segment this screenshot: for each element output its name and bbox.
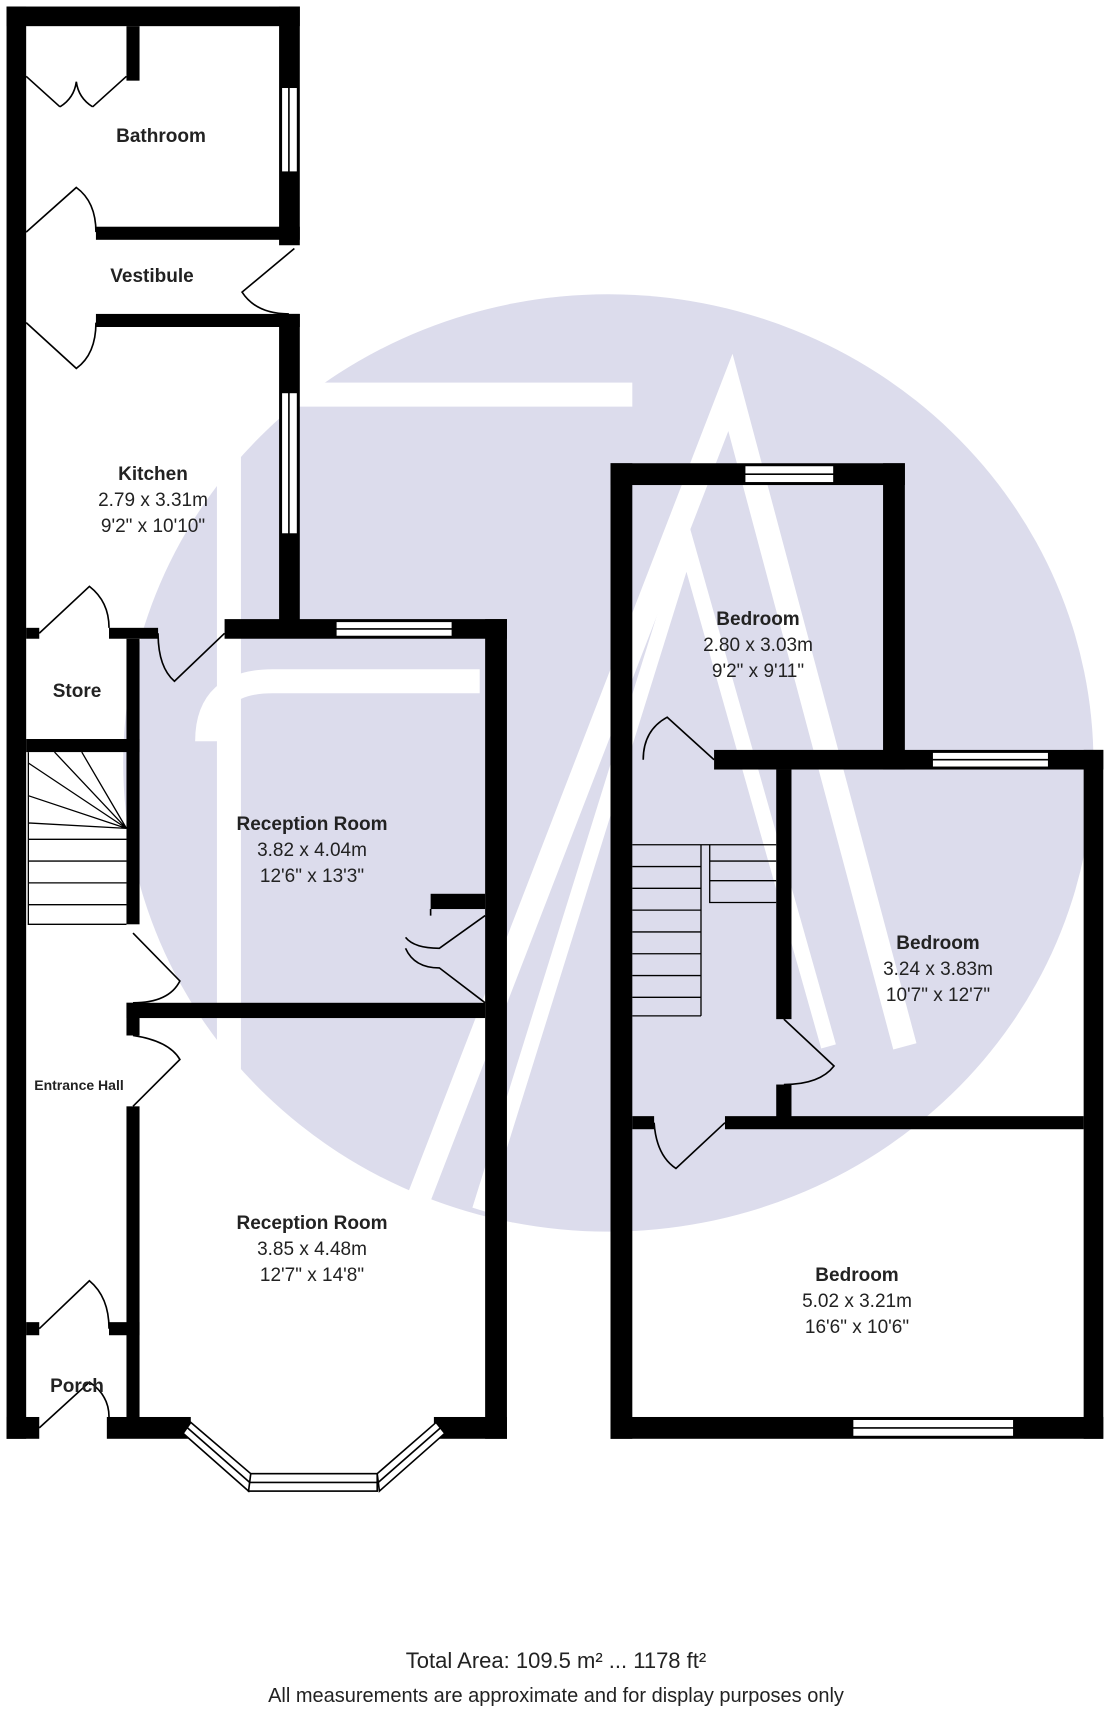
room-dimensions-metric: 2.79 x 3.31m [98, 490, 208, 511]
room-label-porch: Porch [50, 1374, 104, 1400]
room-dimensions-imperial: 12'6" x 13'3" [259, 866, 365, 887]
room-name: Kitchen [118, 464, 188, 485]
room-name: Vestibule [110, 266, 194, 287]
doors [25, 75, 836, 1429]
room-dimensions-metric: 3.85 x 4.48m [257, 1239, 367, 1260]
room-label-reception-room-1: Reception Room 3.82 x 4.04m 12'6" x 13'3" [237, 812, 388, 890]
room-label-reception-room-2: Reception Room 3.85 x 4.48m 12'7" x 14'8" [237, 1211, 388, 1289]
room-label-kitchen: Kitchen 2.79 x 3.31m 9'2" x 10'10" [98, 462, 208, 540]
room-label-vestibule: Vestibule [110, 264, 193, 290]
room-dimensions-metric: 3.82 x 4.04m [257, 840, 367, 861]
windows [182, 86, 1050, 1493]
room-dimensions-imperial: 16'6" x 10'6" [804, 1317, 910, 1338]
room-label-store: Store [53, 679, 102, 705]
room-name: Reception Room [236, 1213, 388, 1234]
room-name: Bedroom [815, 1265, 899, 1286]
room-label-entrance-hall: Entrance Hall [34, 1072, 123, 1098]
room-name: Bedroom [896, 933, 980, 954]
room-dimensions-imperial: 10'7" x 12'7" [885, 985, 991, 1006]
total-area: Total Area: 109.5 m² ... 1178 ft² [405, 1648, 707, 1673]
room-label-bathroom: Bathroom [116, 124, 206, 150]
room-label-bedroom-2: Bedroom 3.24 x 3.83m 10'7" x 12'7" [883, 931, 993, 1009]
room-name: Bedroom [716, 609, 800, 630]
room-dimensions-imperial: 9'2" x 9'11" [711, 661, 805, 682]
room-name: Store [52, 681, 102, 702]
room-dimensions-imperial: 9'2" x 10'10" [100, 516, 206, 537]
room-label-bedroom-3: Bedroom 5.02 x 3.21m 16'6" x 10'6" [802, 1263, 912, 1341]
disclaimer: All measurements are approximate and for… [268, 1685, 844, 1707]
room-dimensions-metric: 2.80 x 3.03m [703, 635, 813, 656]
stairs [27, 751, 777, 1017]
walls [6, 6, 1104, 1439]
room-name: Entrance Hall [34, 1077, 124, 1093]
room-name: Porch [50, 1376, 104, 1397]
room-dimensions-metric: 3.24 x 3.83m [883, 959, 993, 980]
room-dimensions-imperial: 12'7" x 14'8" [259, 1265, 365, 1286]
room-dimensions-metric: 5.02 x 3.21m [802, 1291, 912, 1312]
room-label-bedroom-1: Bedroom 2.80 x 3.03m 9'2" x 9'11" [703, 607, 813, 685]
room-name: Bathroom [116, 126, 206, 147]
room-name: Reception Room [236, 814, 388, 835]
